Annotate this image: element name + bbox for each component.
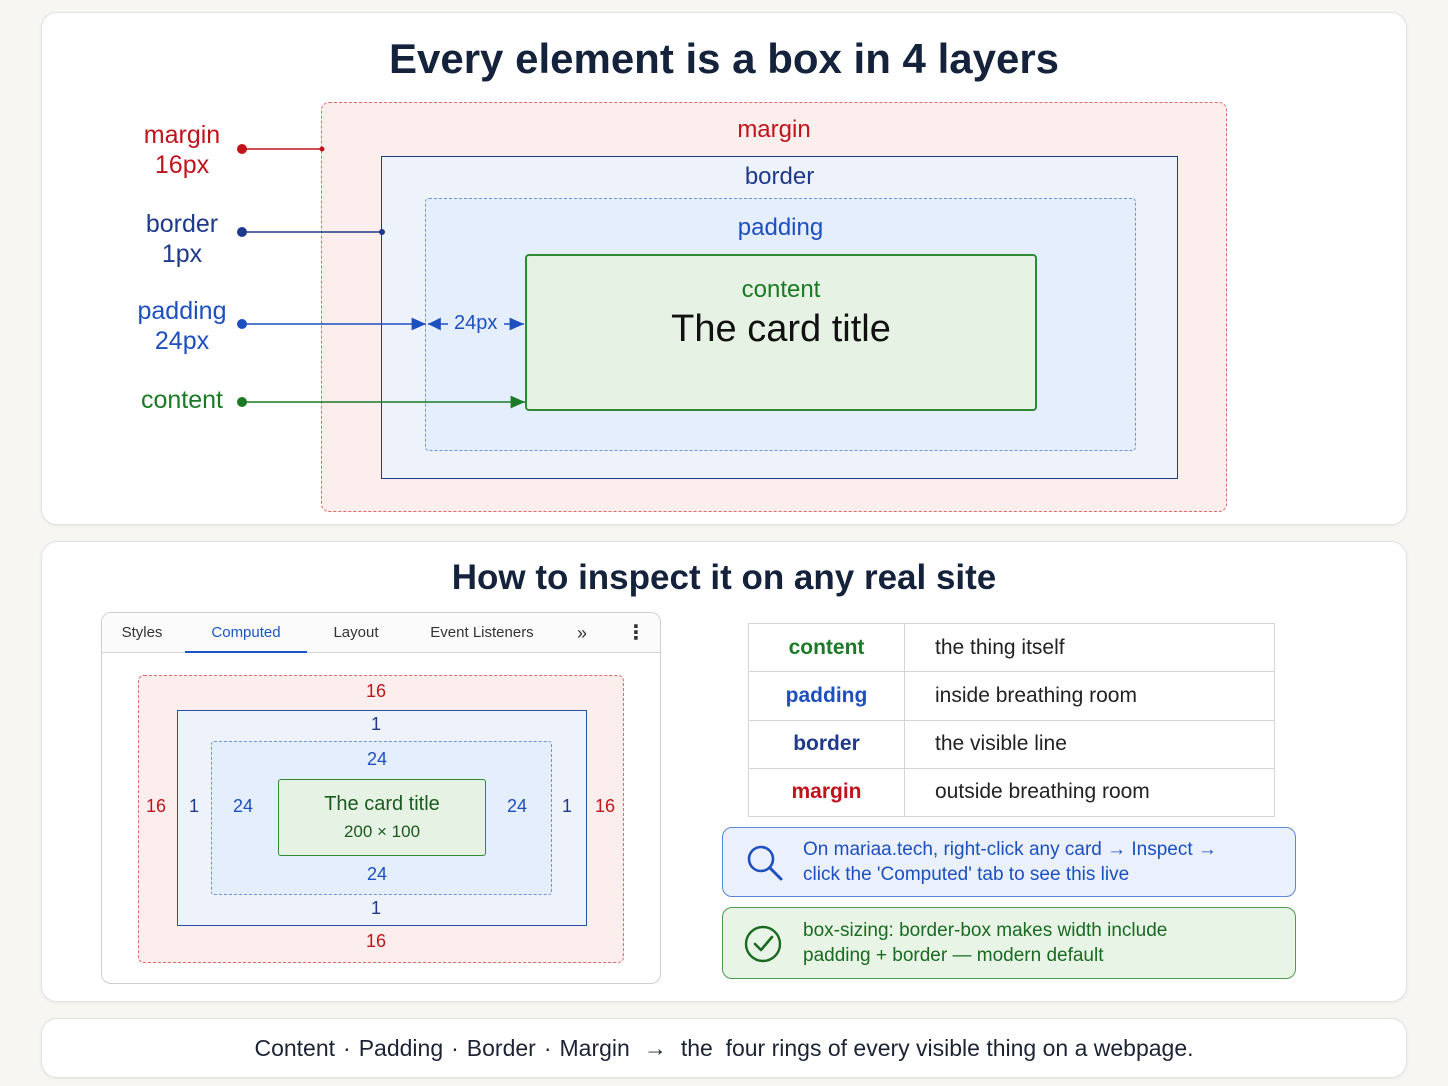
border-box-caption: border [744, 163, 815, 190]
legend-key-border: border [748, 719, 905, 769]
computed-margin-bottom: 16 [365, 931, 387, 951]
card-title: The card title [671, 308, 891, 350]
computed-margin-right: 16 [594, 796, 616, 816]
box-sizing-callout: box-sizing: border-box makes width inclu… [722, 907, 1296, 979]
computed-border-left: 1 [188, 796, 199, 816]
margin-leader-dot [237, 144, 247, 154]
computed-margin-left: 16 [145, 796, 167, 816]
kebab-menu-icon[interactable]: ⋮ [626, 622, 646, 644]
computed-padding-right: 24 [506, 796, 528, 816]
legend-row: content the thing itself [748, 622, 1275, 673]
legend-value-padding: inside breathing room [904, 671, 1275, 721]
computed-margin-box: 16 16 16 16 1 1 1 1 24 24 24 24 The card… [138, 675, 624, 963]
label-padding-value: 24px [154, 327, 210, 355]
legend-key-padding: padding [748, 671, 905, 721]
inspect-panel: How to inspect it on any real site Style… [41, 541, 1407, 1002]
chevron-double-right-icon[interactable]: » [576, 623, 587, 643]
computed-margin-top: 16 [365, 681, 387, 701]
tab-event-listeners[interactable]: Event Listeners [430, 624, 534, 641]
computed-padding-box: 24 24 24 24 The card title 200 × 100 [211, 741, 552, 895]
summary-line: Content · Padding · Border · Margin → the four r… [250, 1035, 1197, 1062]
computed-padding-top: 24 [366, 749, 388, 769]
label-content-name: content [140, 386, 223, 414]
legend-value-content: the thing itself [904, 622, 1275, 673]
tip-line-1: On mariaa.tech, right-click any card → I… [803, 839, 1217, 860]
legend-value-margin: outside breathing room [904, 767, 1275, 818]
computed-content-title: The card title [324, 793, 440, 815]
footer-sep: · [451, 1034, 459, 1061]
border-leader-dot [237, 227, 247, 237]
footer-padding: Padding [358, 1034, 444, 1061]
note-line-1: box-sizing: border-box makes width inclu… [803, 920, 1168, 941]
label-border-value: 1px [161, 240, 203, 268]
label-content: content [132, 385, 232, 415]
legend-key-margin: margin [748, 767, 905, 818]
label-border: border 1px [132, 209, 232, 269]
computed-border-bottom: 1 [370, 898, 381, 918]
footer-sep: · [543, 1034, 552, 1061]
inspect-title: How to inspect it on any real site [451, 558, 997, 597]
padding-measure-label: 24px [454, 312, 498, 334]
legend-row: margin outside breathing room [748, 767, 1275, 818]
label-padding-name: padding [137, 297, 227, 325]
tab-styles[interactable]: Styles [121, 624, 163, 641]
computed-padding-left: 24 [232, 796, 254, 816]
computed-padding-bottom: 24 [366, 864, 388, 884]
legend-row: border the visible line [748, 719, 1275, 769]
footer-content: Content [254, 1034, 336, 1061]
padding-leader-dot [237, 319, 247, 329]
computed-content-size: 200 × 100 [343, 822, 421, 841]
box-model-diagram-panel: Every element is a box in 4 layers margi… [41, 12, 1407, 525]
margin-box-caption: margin [737, 116, 811, 143]
padding-box-caption: padding [737, 214, 824, 241]
label-border-name: border [145, 210, 219, 238]
note-line-2: padding + border — modern default [803, 945, 1104, 966]
computed-border-box: 1 1 1 1 24 24 24 24 The card title 200 ×… [177, 710, 587, 926]
label-margin-name: margin [143, 121, 221, 149]
check-circle-icon [744, 925, 782, 963]
layer-legend-table: content the thing itself padding inside … [748, 622, 1275, 818]
content-box-caption: content [741, 276, 821, 303]
tip-line-2: click the 'Computed' tab to see this liv… [803, 864, 1130, 885]
footer-margin: Margin [559, 1034, 630, 1061]
arrow-right-icon: → [643, 1034, 667, 1061]
content-box: content The card title [525, 254, 1037, 411]
legend-value-border: the visible line [904, 719, 1275, 769]
legend-key-content: content [748, 622, 905, 673]
computed-border-top: 1 [370, 714, 381, 734]
inspect-tip-callout: On mariaa.tech, right-click any card → I… [722, 827, 1296, 897]
devtools-tab-bar: Styles Computed Layout Event Listeners »… [102, 613, 660, 653]
label-margin-value: 16px [154, 151, 210, 179]
legend-row: padding inside breathing room [748, 671, 1275, 721]
devtools-mock: Styles Computed Layout Event Listeners »… [101, 612, 661, 984]
summary-footer: Content · Padding · Border · Margin → the four r… [41, 1018, 1407, 1078]
computed-content-box: The card title 200 × 100 [278, 779, 486, 856]
diagram-title: Every element is a box in 4 layers [388, 35, 1060, 82]
label-margin: margin 16px [132, 120, 232, 180]
label-padding: padding 24px [132, 296, 232, 356]
content-leader-dot [237, 397, 247, 407]
footer-sep: · [343, 1034, 351, 1061]
computed-border-right: 1 [561, 796, 572, 816]
footer-tail: the four rings of every visible thing on… [680, 1034, 1194, 1061]
tab-layout[interactable]: Layout [333, 624, 379, 641]
tab-computed[interactable]: Computed [185, 613, 307, 653]
search-icon [747, 845, 783, 881]
footer-border: Border [466, 1034, 536, 1061]
